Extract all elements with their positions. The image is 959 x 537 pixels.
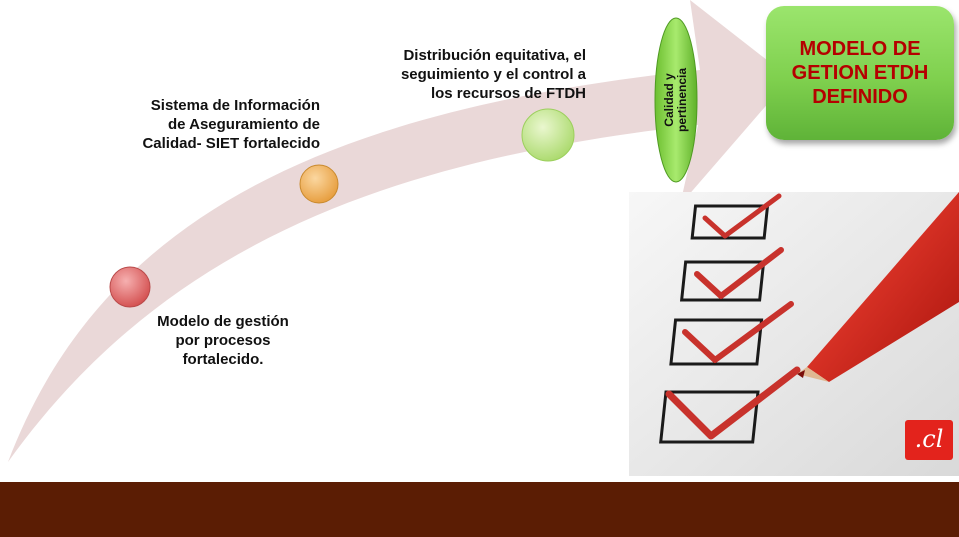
quality-oval <box>654 17 698 183</box>
cl-badge: .cl <box>905 420 953 460</box>
pencil <box>797 192 959 382</box>
footer-bar <box>0 482 959 537</box>
checklist-photo: .cl <box>629 192 959 476</box>
milestone-dot-2 <box>299 164 339 204</box>
milestone-dot-1 <box>109 266 151 308</box>
checkbox-1 <box>690 193 782 240</box>
checkbox-4 <box>659 366 801 444</box>
quality-marker-label: Calidad y pertinencia <box>662 67 689 133</box>
result-box: MODELO DE GETION ETDH DEFINIDO <box>766 6 954 140</box>
milestone-label-1: Modelo de gestión por procesos fortaleci… <box>157 313 289 368</box>
checkbox-3 <box>669 301 794 366</box>
checkbox-2 <box>679 247 784 302</box>
milestone-label-3: Distribución equitativa, el seguimiento … <box>400 47 586 102</box>
arrow-body <box>8 0 790 462</box>
milestone-label-2: Sistema de Información de Aseguramiento … <box>142 97 320 152</box>
milestone-dot-3 <box>521 108 575 162</box>
checklist-illustration <box>629 192 959 476</box>
